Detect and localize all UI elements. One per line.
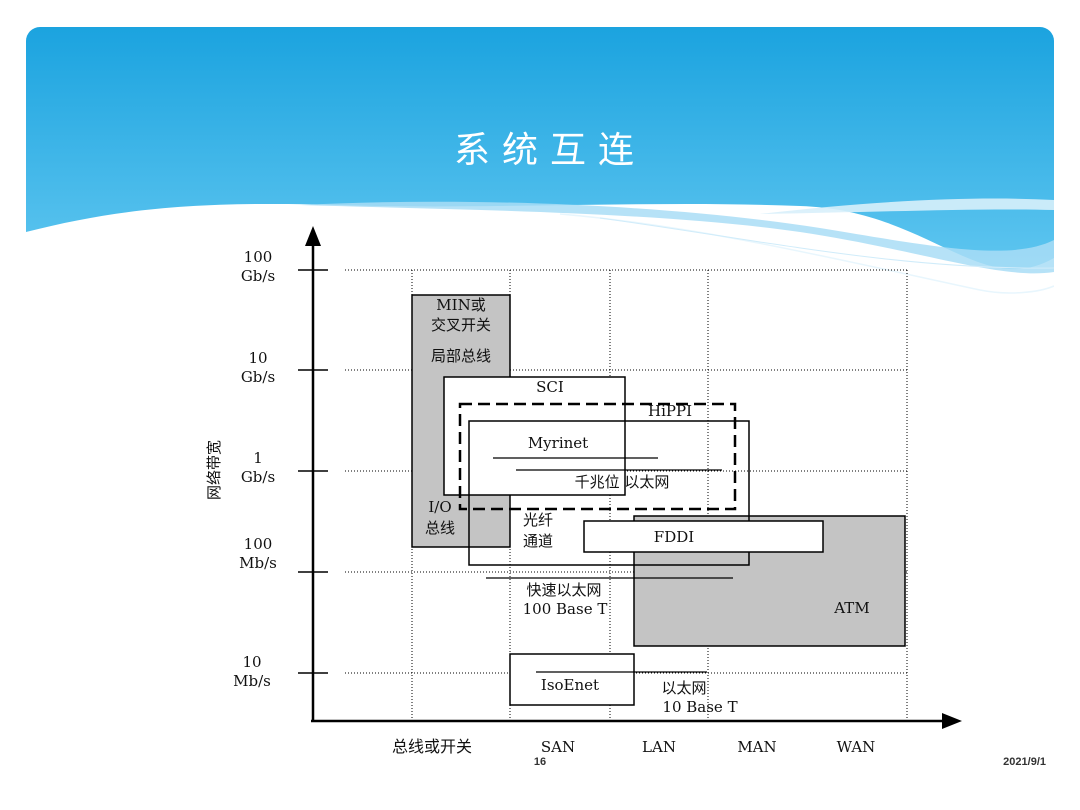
x-tick-label: WAN (837, 738, 876, 756)
fiber-channel-label: 光纤 (523, 511, 553, 529)
y-tick-label: 1 (253, 449, 263, 467)
y-tick-label: Gb/s (241, 368, 275, 386)
ethernet-label: 10 Base T (662, 698, 737, 716)
y-tick-label: 100 (244, 535, 273, 553)
region-labels: MIN或 交叉开关 局部总线 I/O 总线 SCI HiPPI Myrinet … (425, 296, 870, 716)
fiber-channel-label: 通道 (523, 532, 553, 550)
y-tick-labels: 100 Gb/s 10 Gb/s 1 Gb/s 100 Mb/s 10 Mb/s (233, 248, 277, 690)
ethernet-label: 以太网 (661, 679, 706, 697)
y-tick-label: Gb/s (241, 468, 275, 486)
x-tick-label: LAN (642, 738, 676, 756)
isoenet-region (509, 653, 635, 706)
sci-label: SCI (536, 378, 564, 396)
x-tick-labels: 总线或开关 SAN LAN MAN WAN (392, 737, 875, 756)
io-bus-label: 总线 (425, 519, 455, 537)
x-tick-label: 总线或开关 (392, 737, 472, 756)
fast-ethernet-label: 快速以太网 (526, 581, 601, 599)
myrinet-label: Myrinet (528, 434, 588, 452)
y-tick-label: 100 (244, 248, 273, 266)
y-tick-label: Gb/s (241, 267, 275, 285)
y-axis (305, 226, 321, 722)
slide-title: 系统互连 (454, 130, 646, 171)
min-switch-label: MIN或 (436, 296, 485, 314)
atm-label: ATM (833, 599, 869, 617)
y-tick-label: 10 (242, 653, 261, 671)
title-banner (26, 27, 1054, 294)
page-number: 16 (534, 756, 546, 768)
sci-region (443, 376, 626, 496)
fddi-region (583, 520, 824, 553)
y-axis-label: 网络带宽 (205, 440, 223, 500)
fddi-label: FDDI (654, 528, 694, 546)
min-switch-label: 交叉开关 (431, 316, 491, 334)
y-tick-label: 10 (248, 349, 267, 367)
range-lines (486, 457, 733, 673)
y-tick-label: Mb/s (233, 672, 271, 690)
x-tick-label: SAN (541, 738, 575, 756)
io-bus-label: I/O (428, 498, 451, 516)
gigabit-ethernet-label: 千兆位 以太网 (575, 473, 670, 491)
hippi-region (458, 402, 737, 511)
y-tick-marks (298, 269, 328, 674)
hippi-label: HiPPI (648, 402, 692, 420)
fast-ethernet-label: 100 Base T (523, 600, 608, 618)
myrinet-region (468, 420, 750, 566)
x-tick-label: MAN (737, 738, 776, 756)
x-axis (311, 713, 962, 729)
y-tick-label: Mb/s (239, 554, 277, 572)
local-bus-label: 局部总线 (431, 347, 491, 365)
isoenet-label: IsoEnet (541, 676, 599, 694)
slide-date: 2021/9/1 (1003, 756, 1046, 768)
